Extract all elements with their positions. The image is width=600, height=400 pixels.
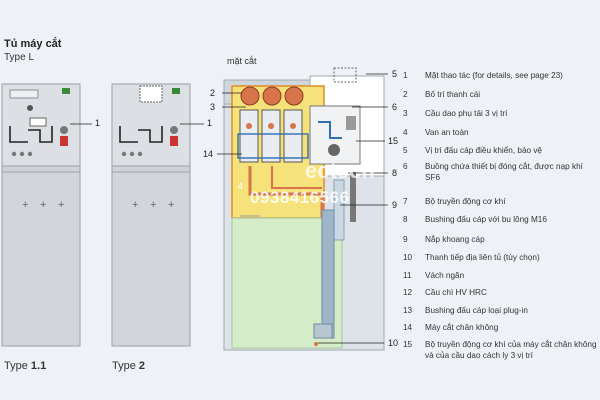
svg-text:+: +: [150, 199, 156, 211]
section-callout-2: 2: [210, 88, 216, 98]
panel-1-type-label: Type 1.1: [4, 360, 47, 372]
section-callout-9: 9: [392, 200, 398, 210]
section-callout-10: 10: [388, 338, 399, 348]
page-subtitle: Type L: [4, 52, 35, 63]
section-view-label: mặt cắt: [227, 56, 257, 66]
front-panels-drawing: + + + + + +: [1, 83, 204, 347]
watermark-brand: ectech: [305, 158, 375, 183]
vacuum-breaker-group: [237, 109, 309, 163]
section-callout-4: 4: [238, 181, 244, 191]
section-view-drawing: [223, 67, 385, 351]
section-callout-14: 14: [203, 149, 214, 159]
section-callout-3: 3: [210, 102, 216, 112]
svg-text:+: +: [168, 199, 174, 211]
section-callout-8: 8: [392, 168, 398, 178]
watermark-phone: 0938416566: [250, 188, 350, 207]
svg-text:+: +: [58, 199, 64, 211]
panel-1-callout: 1: [95, 118, 101, 128]
svg-text:+: +: [22, 199, 28, 211]
panel-type-2: + + +: [111, 83, 204, 347]
section-callout-5: 5: [392, 69, 398, 79]
panel-type-1-1: + + +: [1, 83, 92, 347]
section-callout-6: 6: [392, 102, 398, 112]
busbar-group: [240, 86, 304, 106]
svg-text:+: +: [132, 199, 138, 211]
section-callout-15: 15: [388, 136, 399, 146]
panel-2-type-label: Type 2: [112, 360, 146, 372]
page-title: Tủ máy cắt: [4, 38, 62, 50]
panel-2-callout: 1: [207, 118, 213, 128]
svg-text:+: +: [40, 199, 46, 211]
panel-2-type-number: 2: [138, 360, 146, 372]
panel-1-type-number: 1.1: [30, 360, 47, 372]
